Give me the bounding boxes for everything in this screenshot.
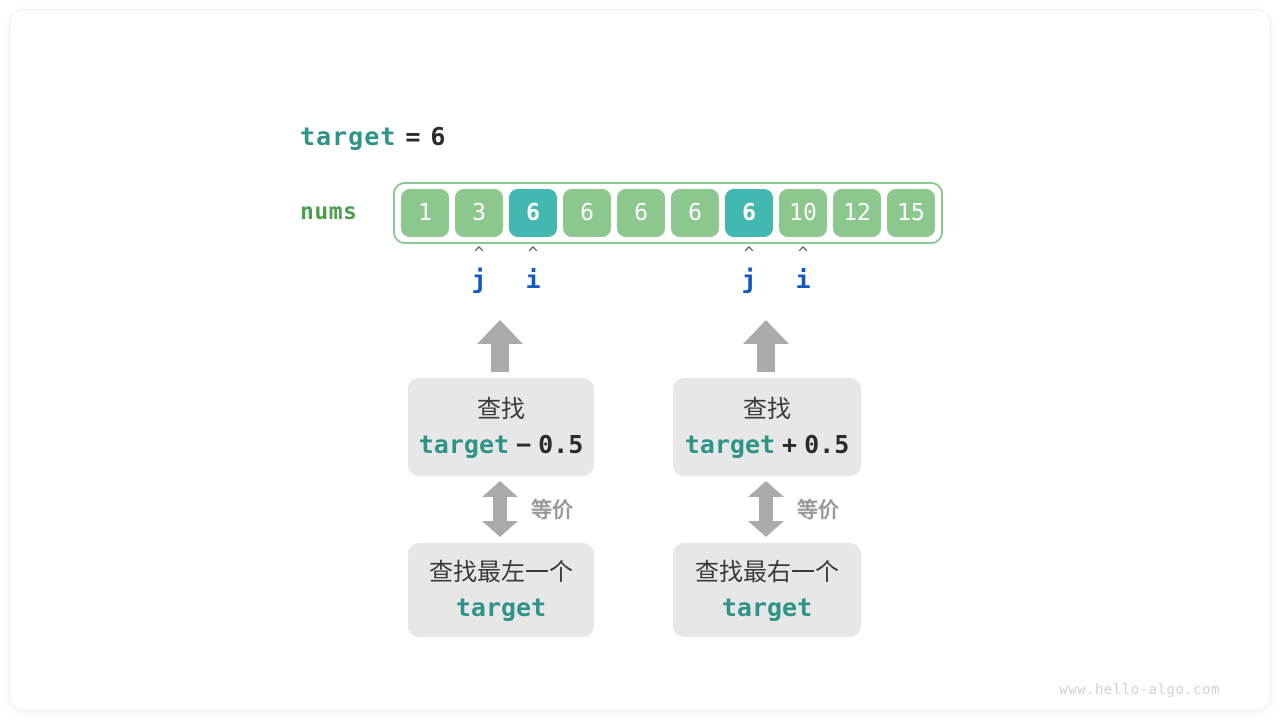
right-equivalence-group: 等价 xyxy=(748,481,839,537)
array-cell-8: 12 xyxy=(833,189,881,237)
double-arrow-icon xyxy=(748,481,784,537)
pointer-right-j: ^j xyxy=(729,244,769,294)
arrow-shaft xyxy=(491,342,509,372)
right-top-box-operand: 0.5 xyxy=(804,429,850,459)
pointer-right-i: ^i xyxy=(783,244,823,294)
arrow-head-down-icon xyxy=(482,521,518,537)
right-equivalence-label: 等价 xyxy=(797,498,839,522)
pointer-name: j xyxy=(471,265,487,294)
left-top-box-expression: target−0.5 xyxy=(419,428,584,462)
right-top-box: 查找 target+0.5 xyxy=(673,378,861,476)
pointer-name: i xyxy=(795,265,811,294)
array-cell-0: 1 xyxy=(401,189,449,237)
arrow-shaft xyxy=(757,342,775,372)
pointer-caret-icon: ^ xyxy=(527,244,539,264)
arrow-shaft xyxy=(493,495,507,523)
arrow-head-down-icon xyxy=(748,521,784,537)
array-cell-2: 6 xyxy=(509,189,557,237)
arrow-head-icon xyxy=(743,320,789,344)
array-cell-9: 15 xyxy=(887,189,935,237)
left-top-box-operand: 0.5 xyxy=(538,429,584,459)
target-declaration: target = 6 xyxy=(300,122,446,151)
target-variable-name: target xyxy=(300,122,397,151)
arrow-head-icon xyxy=(477,320,523,344)
array-cell-6: 6 xyxy=(725,189,773,237)
double-arrow-icon xyxy=(482,481,518,537)
target-value: 6 xyxy=(430,122,447,151)
left-top-box: 查找 target−0.5 xyxy=(408,378,594,476)
array-cell-5: 6 xyxy=(671,189,719,237)
arrow-head-up-icon xyxy=(482,481,518,497)
right-top-box-var: target xyxy=(684,429,776,459)
left-top-box-var: target xyxy=(418,429,510,459)
watermark: www.hello-algo.com xyxy=(1059,682,1220,698)
arrow-head-up-icon xyxy=(748,481,784,497)
array-cell-4: 6 xyxy=(617,189,665,237)
array-label: nums xyxy=(300,199,358,225)
left-bottom-box-var: target xyxy=(455,592,547,622)
left-equivalence-label: 等价 xyxy=(531,498,573,522)
right-bottom-box-var: target xyxy=(721,592,813,622)
left-top-box-op: − xyxy=(516,429,532,459)
right-top-box-op: + xyxy=(782,429,798,459)
pointer-caret-icon: ^ xyxy=(473,244,485,264)
up-arrow-left xyxy=(477,320,523,372)
pointer-caret-icon: ^ xyxy=(743,244,755,264)
pointer-name: j xyxy=(741,265,757,294)
up-arrow-right xyxy=(743,320,789,372)
left-bottom-box-line1: 查找最左一个 xyxy=(429,557,573,586)
right-top-box-expression: target+0.5 xyxy=(685,428,850,462)
left-bottom-box: 查找最左一个 target xyxy=(408,543,594,637)
left-equivalence-group: 等价 xyxy=(482,481,573,537)
equals-sign: = xyxy=(405,122,422,151)
array-cell-7: 10 xyxy=(779,189,827,237)
pointer-left-j: ^j xyxy=(459,244,499,294)
pointer-left-i: ^i xyxy=(513,244,553,294)
right-bottom-box-line1: 查找最右一个 xyxy=(695,557,839,586)
pointer-name: i xyxy=(525,265,541,294)
right-top-box-line1: 查找 xyxy=(743,394,791,423)
arrow-shaft xyxy=(759,495,773,523)
pointer-caret-icon: ^ xyxy=(797,244,809,264)
array-cell-3: 6 xyxy=(563,189,611,237)
array-cell-1: 3 xyxy=(455,189,503,237)
left-top-box-line1: 查找 xyxy=(477,394,525,423)
right-bottom-box: 查找最右一个 target xyxy=(673,543,861,637)
